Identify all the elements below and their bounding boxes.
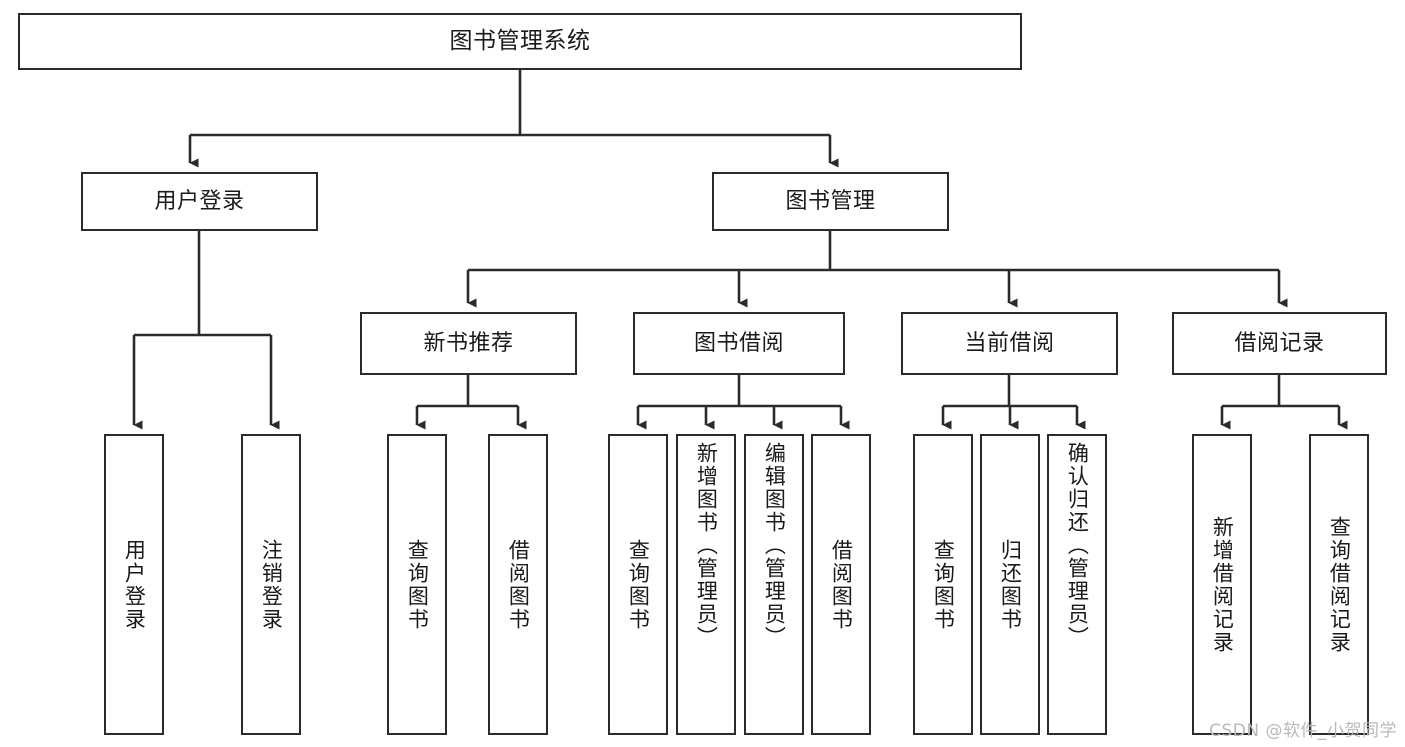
leaf-nb-query-book[interactable]: 查询图书	[387, 434, 447, 735]
leaf-cb-confirm-return-label: 确认归还（管理员）	[1065, 442, 1090, 649]
leaf-br-add-record-label: 新增借阅记录	[1210, 515, 1235, 654]
leaf-nb-borrow-book[interactable]: 借阅图书	[488, 434, 548, 735]
leaf-br-query-record[interactable]: 查询借阅记录	[1309, 434, 1369, 735]
leaf-cb-query-book-label: 查询图书	[931, 538, 956, 631]
leaf-bb-query-book-label: 查询图书	[626, 538, 651, 631]
node-new-book-recommend[interactable]: 新书推荐	[360, 312, 577, 375]
node-user-login-label: 用户登录	[154, 188, 245, 214]
leaf-bb-edit-book[interactable]: 编辑图书（管理员）	[744, 434, 804, 735]
leaf-br-query-record-label: 查询借阅记录	[1327, 515, 1352, 654]
leaf-cb-return-book-label: 归还图书	[998, 538, 1023, 631]
node-borrow-record[interactable]: 借阅记录	[1172, 312, 1387, 375]
node-current-borrow[interactable]: 当前借阅	[901, 312, 1118, 375]
leaf-user-login-label: 用户登录	[122, 538, 147, 631]
node-new-book-recommend-label: 新书推荐	[423, 330, 514, 356]
leaf-bb-borrow-book[interactable]: 借阅图书	[811, 434, 871, 735]
node-book-borrow-label: 图书借阅	[693, 330, 784, 356]
leaf-bb-add-book-label: 新增图书（管理员）	[694, 442, 719, 649]
leaf-cb-return-book[interactable]: 归还图书	[980, 434, 1040, 735]
leaf-nb-query-book-label: 查询图书	[405, 538, 430, 631]
leaf-user-login[interactable]: 用户登录	[104, 434, 164, 735]
leaf-nb-borrow-book-label: 借阅图书	[506, 538, 531, 631]
leaf-cb-query-book[interactable]: 查询图书	[913, 434, 973, 735]
node-current-borrow-label: 当前借阅	[964, 330, 1055, 356]
node-root[interactable]: 图书管理系统	[18, 13, 1022, 70]
node-book-manage[interactable]: 图书管理	[712, 172, 949, 231]
watermark-text: CSDN @软件_小贺同学	[1209, 721, 1397, 741]
leaf-bb-query-book[interactable]: 查询图书	[608, 434, 668, 735]
node-borrow-record-label: 借阅记录	[1234, 330, 1325, 356]
leaf-logout-label: 注销登录	[259, 538, 284, 631]
leaf-bb-edit-book-label: 编辑图书（管理员）	[762, 442, 787, 649]
leaf-logout[interactable]: 注销登录	[241, 434, 301, 735]
node-book-manage-label: 图书管理	[785, 188, 876, 214]
leaf-bb-borrow-book-label: 借阅图书	[829, 538, 854, 631]
leaf-bb-add-book[interactable]: 新增图书（管理员）	[676, 434, 736, 735]
node-book-borrow[interactable]: 图书借阅	[633, 312, 845, 375]
leaf-br-add-record[interactable]: 新增借阅记录	[1192, 434, 1252, 735]
node-user-login[interactable]: 用户登录	[81, 172, 318, 231]
node-root-label: 图书管理系统	[449, 28, 591, 55]
leaf-cb-confirm-return[interactable]: 确认归还（管理员）	[1047, 434, 1107, 735]
